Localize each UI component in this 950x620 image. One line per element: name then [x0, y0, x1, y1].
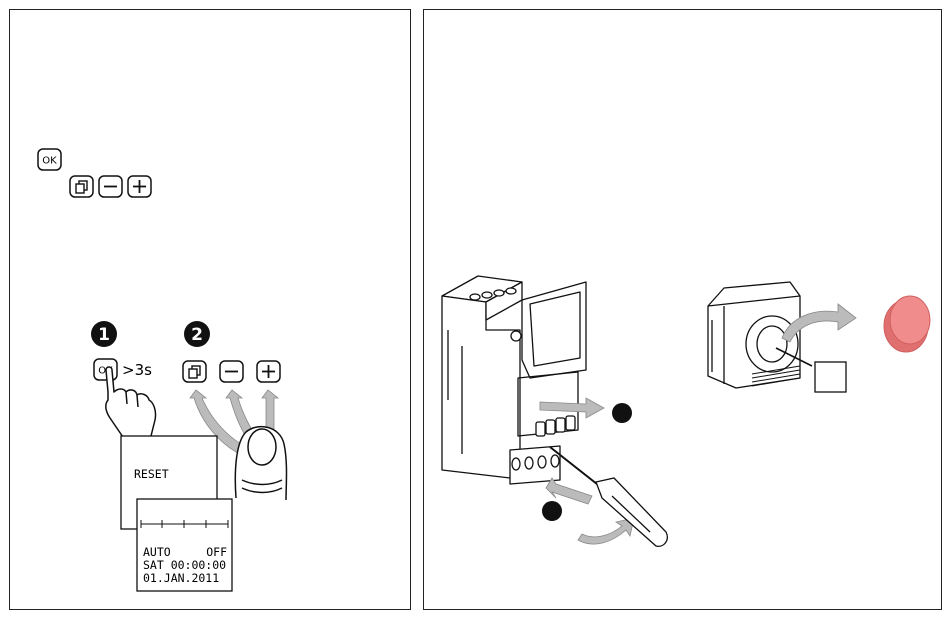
coin-battery-icon [884, 296, 930, 352]
battery-module-icon [708, 282, 812, 388]
step-marker-a [612, 403, 632, 423]
label-box [815, 362, 846, 392]
copy-key-step2-icon [183, 361, 206, 382]
hold-duration-label: >3s [122, 361, 152, 379]
ok-key-top-label: OK [42, 156, 57, 167]
plus-key-step2-icon [257, 361, 280, 382]
step-marker-b [542, 501, 562, 521]
default-screen: AUTO OFF SAT 00:00:00 01.JAN.2011 [137, 499, 232, 591]
timer-device-icon [442, 276, 586, 484]
minus-key-step2-icon [220, 361, 243, 382]
screen-date-text: 01.JAN.2011 [143, 571, 219, 585]
step-1-number: 1 [98, 325, 110, 345]
copy-key-top-icon [70, 176, 93, 197]
screen-state-text: OFF [206, 545, 227, 559]
minus-key-top-icon [99, 176, 122, 197]
step-2-badge: 2 [184, 321, 210, 347]
step-2-number: 2 [191, 325, 203, 345]
screen-day-time-text: SAT 00:00:00 [143, 558, 226, 572]
plus-key-top-icon [128, 176, 151, 197]
reset-screen-text: RESET [134, 467, 169, 481]
step-1-badge: 1 [91, 321, 117, 347]
thumb-icon [235, 427, 286, 500]
pull-cover-arrow [540, 398, 604, 418]
ok-key-top-icon: OK [38, 149, 61, 170]
screen-mode-text: AUTO [143, 545, 171, 559]
